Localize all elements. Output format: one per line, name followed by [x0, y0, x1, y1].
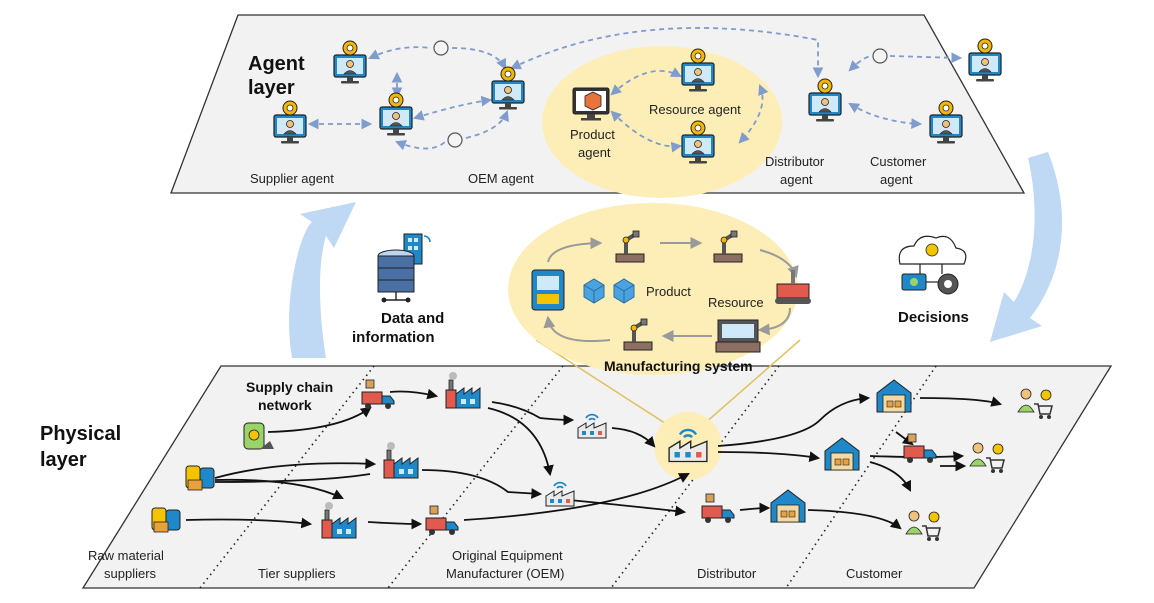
- agent-layer-title: Agent: [248, 53, 305, 75]
- relay-node: [433, 40, 449, 56]
- decision-flow-label: Decisions: [898, 309, 969, 326]
- database-icon: [377, 233, 431, 303]
- product-cube-icon: [613, 278, 635, 304]
- physical-layer-title: layer: [40, 449, 87, 471]
- raw-material-stage-label: suppliers: [104, 566, 157, 581]
- product-cube-icon: [583, 278, 605, 304]
- customer-agent-icon: [968, 38, 1002, 83]
- distributor-stage-label: Distributor: [697, 566, 757, 581]
- supplier-agent-label: Supplier agent: [250, 171, 334, 186]
- resource-agent-label: Resource agent: [649, 102, 741, 117]
- oil-tank-icon: [243, 422, 274, 450]
- manufacturing-system-title: Manufacturing system: [604, 358, 753, 374]
- supply-flow-arrows: [185, 388, 1003, 530]
- product-agent-icon: [572, 87, 610, 121]
- raw-material-stage-label: Raw material: [88, 548, 164, 563]
- product-agent-label: Product: [570, 127, 615, 142]
- customer-agent-label: agent: [880, 172, 913, 187]
- distributor-agent-label: agent: [780, 172, 813, 187]
- raw-material-barrels-icon: [185, 465, 215, 491]
- relay-node: [872, 48, 888, 64]
- relay-node: [447, 132, 463, 148]
- data-flow-label: Data and: [381, 310, 444, 327]
- agent-dashed-links: [307, 27, 963, 153]
- conveyor-icon: [775, 270, 811, 304]
- agent-highlight-ellipse: [542, 46, 782, 198]
- workstation-icon: [715, 319, 761, 353]
- raw-material-barrels-icon: [151, 507, 181, 533]
- product-agent-label: agent: [578, 145, 611, 160]
- supply-chain-network-label: Supply chain: [246, 379, 333, 395]
- manufacturing-resource-label: Resource: [708, 295, 764, 310]
- supply-chain-network-label: network: [258, 397, 312, 413]
- customer-stage-label: Customer: [846, 566, 903, 581]
- distributor-agent-label: Distributor: [765, 154, 825, 169]
- oem-agent-label: OEM agent: [468, 171, 534, 186]
- oem-stage-label: Original Equipment: [452, 548, 563, 563]
- agent-layer-title: layer: [248, 77, 295, 99]
- oem-stage-label: Manufacturer (OEM): [446, 566, 564, 581]
- physical-layer-title: Physical: [40, 423, 121, 445]
- machine-icon: [531, 269, 565, 311]
- decision-flow-arrow: [990, 152, 1063, 342]
- data-flow-label: information: [352, 329, 435, 346]
- customer-agent-label: Customer: [870, 154, 927, 169]
- tier-suppliers-stage-label: Tier suppliers: [258, 566, 336, 581]
- manufacturing-product-label: Product: [646, 284, 691, 299]
- data-flow-arrow: [289, 202, 356, 358]
- decision-cloud-icon: [898, 235, 967, 295]
